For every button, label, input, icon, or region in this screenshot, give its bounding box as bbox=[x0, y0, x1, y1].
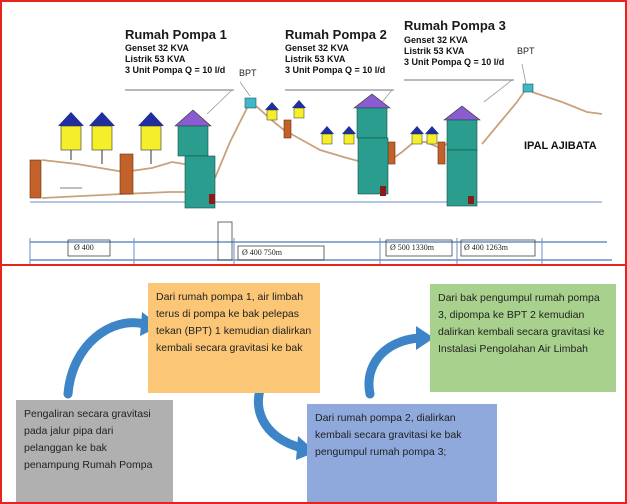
house-icon bbox=[342, 126, 356, 145]
profile-section: Rumah Pompa 1 Genset 32 KVA Listrik 53 K… bbox=[2, 2, 625, 264]
pump-title-3: Rumah Pompa 3 bbox=[404, 18, 506, 33]
spec-line: 3 Unit Pompa Q = 10 l/d bbox=[285, 65, 386, 75]
spec-line: Genset 32 KVA bbox=[125, 43, 189, 53]
ipal-label: IPAL AJIBATA bbox=[524, 140, 597, 152]
house-icon bbox=[410, 126, 424, 145]
collector-tank bbox=[119, 153, 134, 195]
spec-line: Genset 32 KVA bbox=[285, 43, 349, 53]
spec-underlines bbox=[125, 79, 514, 91]
flow-arrow-blue-to-green bbox=[364, 333, 425, 399]
collector-tank bbox=[283, 119, 292, 139]
spec-line: 3 Unit Pompa Q = 10 l/d bbox=[404, 57, 505, 67]
section-divider bbox=[2, 264, 625, 266]
pipe-label-2: Ø 400 750m bbox=[242, 248, 282, 257]
step-box-pump-1: Dari rumah pompa 1, air limbah terus di … bbox=[148, 283, 320, 393]
collector-tank bbox=[387, 141, 396, 165]
bpt-tank-2 bbox=[522, 83, 534, 93]
pump-house-1 bbox=[174, 109, 216, 209]
step-box-pump-3: Dari bak pengumpul rumah pompa 3, dipomp… bbox=[430, 284, 616, 392]
pump-title-1: Rumah Pompa 1 bbox=[125, 27, 227, 42]
bpt-label-2: BPT bbox=[517, 46, 535, 56]
spec-line: 3 Unit Pompa Q = 10 l/d bbox=[125, 65, 226, 75]
spec-line: Genset 32 KVA bbox=[404, 35, 468, 45]
house-icon bbox=[425, 126, 439, 145]
house-icon bbox=[292, 100, 306, 119]
spec-line: Listrik 53 KVA bbox=[404, 46, 465, 56]
pipe-label-1: Ø 400 bbox=[74, 243, 94, 252]
bpt-tank-1 bbox=[244, 97, 257, 109]
house-icon bbox=[89, 112, 115, 164]
house-icon bbox=[265, 102, 279, 121]
pipe-profile bbox=[41, 91, 603, 199]
pipe-table bbox=[67, 221, 536, 261]
pump-house-3 bbox=[443, 105, 481, 207]
step-box-gravity: Pengaliran secara gravitasi pada jalur p… bbox=[16, 400, 173, 502]
bpt-label-1: BPT bbox=[239, 68, 257, 78]
pump-title-2: Rumah Pompa 2 bbox=[285, 27, 387, 42]
flow-arrow-grey-to-orange bbox=[63, 318, 149, 399]
pipe-label-3: Ø 500 1330m bbox=[390, 243, 434, 252]
house-icon bbox=[320, 126, 334, 145]
station-ticks bbox=[29, 238, 543, 264]
pump-specs-2: Genset 32 KVA Listrik 53 KVA 3 Unit Pomp… bbox=[285, 43, 385, 76]
house-icons bbox=[58, 100, 439, 164]
collector-tank bbox=[437, 141, 446, 165]
pump-specs-3: Genset 32 KVA Listrik 53 KVA 3 Unit Pomp… bbox=[404, 35, 504, 68]
house-icon bbox=[58, 112, 84, 160]
longitudinal-profile bbox=[29, 63, 612, 264]
collector-tank bbox=[29, 159, 42, 199]
spec-line: Listrik 53 KVA bbox=[125, 54, 186, 64]
pipe-label-4: Ø 400 1263m bbox=[464, 243, 508, 252]
pump-house-2 bbox=[353, 93, 391, 196]
spec-line: Listrik 53 KVA bbox=[285, 54, 346, 64]
pump-specs-1: Genset 32 KVA Listrik 53 KVA 3 Unit Pomp… bbox=[125, 43, 225, 76]
house-icon bbox=[138, 112, 164, 164]
step-box-pump-2: Dari rumah pompa 2, dialirkan kembali se… bbox=[307, 404, 497, 502]
collector-tanks bbox=[29, 119, 446, 199]
